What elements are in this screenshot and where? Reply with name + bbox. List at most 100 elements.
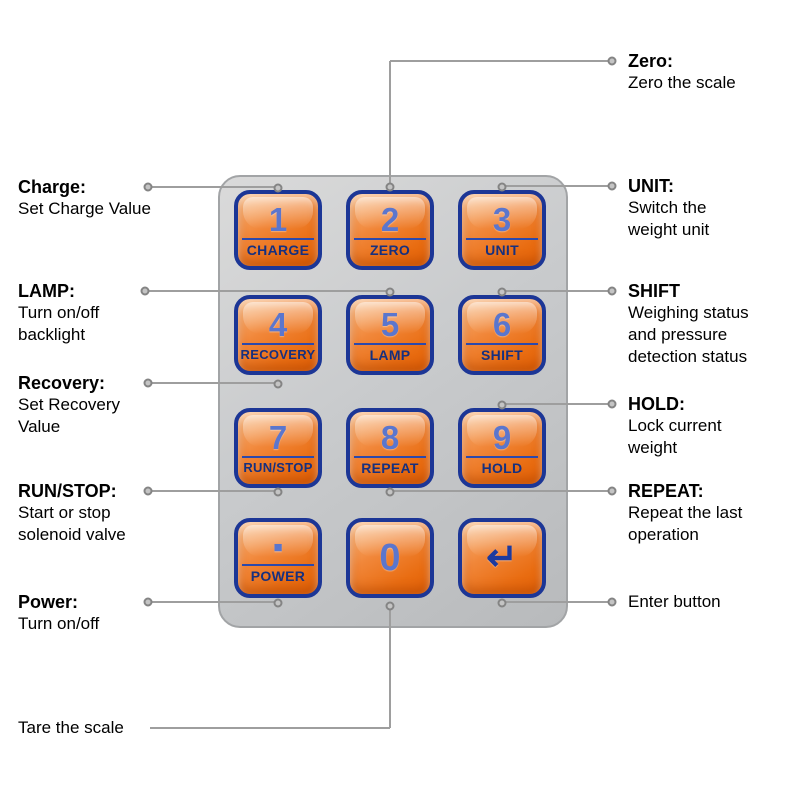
keypad-button-zero[interactable]: 2 ZERO xyxy=(346,190,434,270)
connector-dot xyxy=(143,378,153,388)
keypad-button-0[interactable]: 0 xyxy=(346,518,434,598)
keypad-button-shift[interactable]: 6 SHIFT xyxy=(458,295,546,375)
connector-dot xyxy=(273,379,283,389)
connector-dot xyxy=(273,487,283,497)
connector-dot xyxy=(607,181,617,191)
annotation-charge: Charge: Set Charge Value xyxy=(18,176,196,220)
connector-dot xyxy=(607,399,617,409)
annotation-text: Enter button xyxy=(628,592,721,611)
keypad-button-repeat[interactable]: 8 REPEAT xyxy=(346,408,434,488)
annotation-lamp: LAMP: Turn on/off backlight xyxy=(18,280,196,346)
annotation-title: Power: xyxy=(18,592,79,612)
connector-dot xyxy=(497,287,507,297)
annotation-text: Value xyxy=(18,417,61,436)
button-divider xyxy=(466,342,538,345)
annotation-title: Zero: xyxy=(628,51,673,71)
button-divider xyxy=(354,237,426,240)
annotation-text: backlight xyxy=(18,325,86,344)
power-square-icon: ■ xyxy=(273,538,283,556)
keypad-button-runstop[interactable]: 7 RUN/STOP xyxy=(234,408,322,488)
annotation-text: Turn on/off xyxy=(18,614,100,633)
annotation-text: weight xyxy=(628,438,678,457)
button-label: LAMP xyxy=(369,346,411,363)
annotation-text: Turn on/off xyxy=(18,303,100,322)
button-divider xyxy=(242,563,314,566)
connector-dot xyxy=(607,56,617,66)
connector-line-repeat xyxy=(390,490,612,492)
button-label: REPEAT xyxy=(361,459,419,476)
keypad-button-unit[interactable]: 3 UNIT xyxy=(458,190,546,270)
connector-dot xyxy=(143,597,153,607)
button-number: 8 xyxy=(380,418,400,456)
button-divider xyxy=(466,455,538,458)
annotation-title: Charge: xyxy=(18,177,87,197)
keypad-button-lamp[interactable]: 5 LAMP xyxy=(346,295,434,375)
annotation-title: Recovery: xyxy=(18,373,106,393)
button-number: 6 xyxy=(492,305,512,343)
connector-line-tare-v xyxy=(389,606,391,728)
annotation-enter: Enter button xyxy=(628,591,796,613)
connector-line-hold xyxy=(502,403,612,405)
button-label: HOLD xyxy=(481,459,523,476)
keypad-button-enter[interactable]: ↵ xyxy=(458,518,546,598)
connector-line-lamp xyxy=(145,290,390,292)
annotation-tare: Tare the scale xyxy=(18,717,196,739)
button-divider xyxy=(242,342,314,345)
connector-line-runstop xyxy=(148,490,278,492)
connector-line-unit xyxy=(502,185,612,187)
button-number: 2 xyxy=(380,200,400,238)
connector-dot xyxy=(607,486,617,496)
annotation-text: Repeat the last xyxy=(628,503,743,522)
keypad-button-hold[interactable]: 9 HOLD xyxy=(458,408,546,488)
connector-dot xyxy=(385,182,395,192)
button-label: ZERO xyxy=(369,241,411,258)
connector-dot xyxy=(497,182,507,192)
annotation-text: Weighing status xyxy=(628,303,749,322)
annotation-text: Start or stop xyxy=(18,503,111,522)
button-number: 3 xyxy=(492,200,512,238)
button-label: RUN/STOP xyxy=(243,459,313,475)
button-divider xyxy=(242,455,314,458)
annotation-power: Power: Turn on/off xyxy=(18,591,196,635)
annotation-title: RUN/STOP: xyxy=(18,481,117,501)
connector-dot xyxy=(143,182,153,192)
connector-dot xyxy=(273,183,283,193)
keypad-button-power[interactable]: ■ POWER xyxy=(234,518,322,598)
connector-line-charge xyxy=(148,186,278,188)
button-divider xyxy=(354,455,426,458)
connector-line-recovery xyxy=(148,382,278,384)
annotation-text: solenoid valve xyxy=(18,525,126,544)
connector-dot xyxy=(497,598,507,608)
connector-line-enter xyxy=(502,601,612,603)
connector-line-tare-h xyxy=(150,727,390,729)
annotation-recovery: Recovery: Set Recovery Value xyxy=(18,372,196,438)
annotation-hold: HOLD: Lock current weight xyxy=(628,393,796,459)
annotation-repeat: REPEAT: Repeat the last operation xyxy=(628,480,796,546)
keypad-button-recovery[interactable]: 4 RECOVERY xyxy=(234,295,322,375)
annotation-text: detection status xyxy=(628,347,748,366)
annotation-text: Set Recovery xyxy=(18,395,121,414)
connector-dot xyxy=(273,598,283,608)
keypad-button-charge[interactable]: 1 CHARGE xyxy=(234,190,322,270)
connector-line-zero-h xyxy=(390,60,612,62)
annotation-shift: SHIFT Weighing status and pressure detec… xyxy=(628,280,796,368)
connector-dot xyxy=(140,286,150,296)
annotation-title: SHIFT xyxy=(628,281,680,301)
annotation-runstop: RUN/STOP: Start or stop solenoid valve xyxy=(18,480,196,546)
annotation-text: Set Charge Value xyxy=(18,199,151,218)
button-divider xyxy=(354,342,426,345)
annotation-title: LAMP: xyxy=(18,281,75,301)
annotation-text: operation xyxy=(628,525,699,544)
annotation-text: and pressure xyxy=(628,325,728,344)
annotation-title: UNIT: xyxy=(628,176,674,196)
annotation-text: Switch the xyxy=(628,198,707,217)
connector-dot xyxy=(385,287,395,297)
connector-line-power xyxy=(148,601,278,603)
button-label: POWER xyxy=(250,567,306,584)
button-number: 9 xyxy=(492,418,512,456)
button-number: 5 xyxy=(380,305,400,343)
annotation-title: REPEAT: xyxy=(628,481,704,501)
keypad-panel: 1 CHARGE 2 ZERO 3 UNIT 4 RECOVERY 5 LAMP… xyxy=(218,175,568,628)
annotation-text: Zero the scale xyxy=(628,73,736,92)
